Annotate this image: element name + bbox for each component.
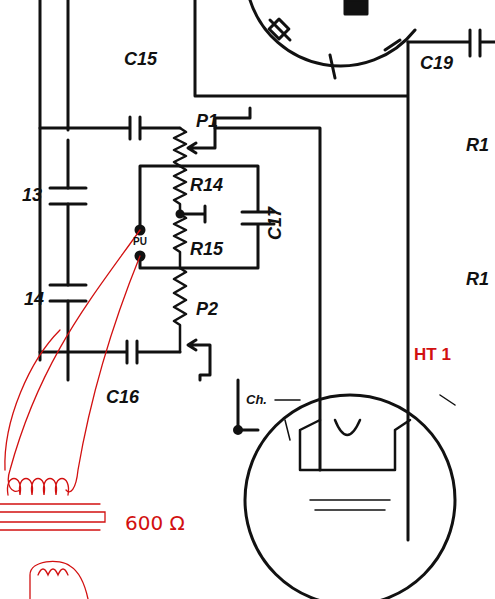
leader-line	[275, 399, 300, 401]
red-wire	[66, 256, 140, 492]
part-label: 13	[22, 186, 42, 204]
capacitor-symbol	[40, 117, 180, 139]
pencil-sketch	[0, 230, 140, 599]
transformer-core	[0, 504, 105, 530]
transformer-winding	[38, 569, 68, 575]
valve-pin	[269, 19, 289, 39]
capacitor-symbol	[50, 188, 86, 301]
part-label: C17	[266, 207, 284, 240]
wire	[140, 166, 180, 268]
valve-electrode	[285, 395, 455, 510]
supply-label: HT 1	[414, 346, 451, 363]
wire	[215, 108, 320, 470]
junction-dot	[235, 427, 242, 434]
part-label: R1	[466, 136, 489, 154]
part-label: R1	[466, 270, 489, 288]
part-label: R15	[190, 240, 223, 258]
red-wire	[8, 230, 140, 491]
capacitor-symbol	[408, 30, 495, 56]
valve-electrode	[345, 0, 367, 14]
part-label: P2	[196, 300, 218, 318]
handwritten-value: 600 Ω	[125, 513, 185, 533]
valve-envelope	[245, 395, 455, 599]
transformer-winding	[30, 561, 88, 599]
pin-label: Ch.	[246, 393, 267, 406]
junction-dot	[177, 211, 183, 217]
part-label: C19	[420, 54, 453, 72]
transformer-winding	[7, 479, 68, 496]
part-label: C15	[124, 50, 157, 68]
part-label: R14	[190, 176, 223, 194]
valve-pins	[270, 20, 400, 78]
wiper-arrow	[188, 128, 215, 153]
part-label: C16	[106, 388, 139, 406]
capacitor-symbol	[40, 341, 180, 363]
valve-electrode	[300, 420, 410, 470]
red-wire	[5, 330, 60, 470]
part-label: 14	[24, 290, 44, 308]
resistor-symbol	[174, 128, 186, 352]
capacitor-symbol	[180, 166, 274, 268]
wire	[40, 0, 68, 380]
connector-label: PU	[133, 237, 147, 247]
wiper-arrow	[188, 340, 210, 380]
wire	[195, 0, 408, 540]
valve-envelope	[250, 0, 415, 66]
part-label: P1	[196, 112, 218, 130]
